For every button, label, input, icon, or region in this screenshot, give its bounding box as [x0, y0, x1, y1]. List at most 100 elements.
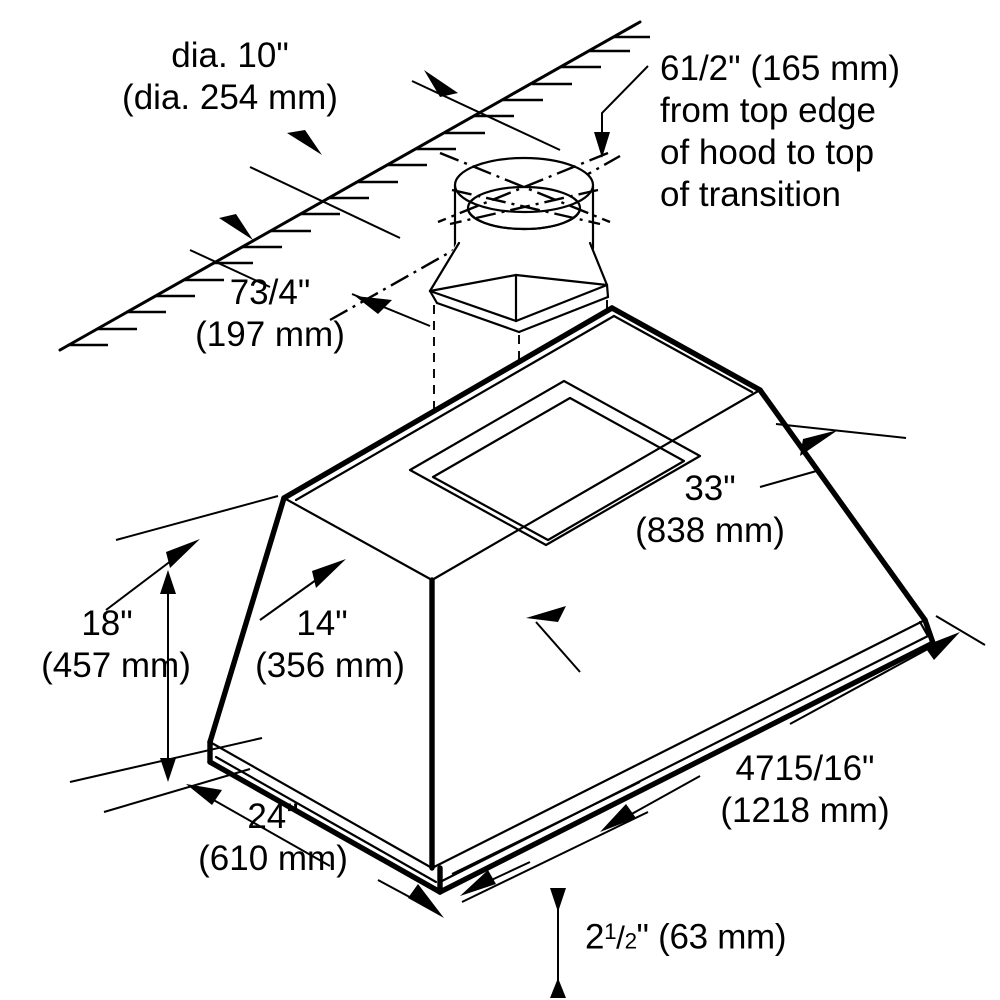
transition-ridge-right: [514, 273, 609, 287]
dim-18-ext-upper: [115, 495, 279, 541]
hood-top-right-edge: [609, 305, 763, 393]
hood-top-front-right-edge: [430, 388, 762, 582]
dim-18-arrow-top: [160, 570, 176, 594]
transition-front-right-face: [514, 283, 609, 323]
transition-unit: ": [728, 49, 741, 88]
dim-33-leader-lower: [535, 621, 581, 673]
rim-whole: 2: [585, 917, 605, 957]
label-transition-metric: (165 mm): [750, 49, 901, 88]
label-ceiling-offset-metric: (197 mm): [195, 315, 345, 354]
transition-lip-edge: [428, 289, 439, 305]
transition-lip-right-edge: [605, 283, 610, 299]
dim-24-line: [195, 789, 331, 867]
label-hood-depth: 33" (838 mm): [580, 468, 840, 552]
transition-num: 1: [679, 49, 699, 88]
label-transition-imperial: 61/2" (165 mm): [660, 48, 990, 90]
width-den: 16: [823, 749, 863, 788]
hood-front-bottom-left: [208, 740, 434, 870]
dim-dia10-line-upper: [411, 80, 561, 151]
hood-opening-outer: [408, 379, 702, 547]
dim-rim-arrow-top: [550, 888, 566, 912]
width-slash: /: [813, 749, 824, 788]
dim-dia10-arrow-lower: [287, 130, 322, 155]
label-hood-height-metric: (457 mm): [41, 646, 191, 685]
dim-rim-ext-upper: [451, 781, 641, 875]
duct-transition-assembly: [428, 151, 611, 334]
hood-front-left-slant: [207, 495, 287, 745]
dim-hood-top-depth: [105, 539, 346, 621]
label-rim-thickness: 21/2" (63 mm): [585, 910, 985, 962]
label-transition-note-2: of hood to top: [660, 133, 875, 172]
dim-47-line: [789, 637, 949, 725]
dim-offset-arrow: [355, 296, 392, 314]
hood-rim-front-lower-left: [214, 755, 438, 884]
label-ceiling-offset: 73/4" (197 mm): [150, 272, 390, 356]
dim-47-arrow-right: [924, 632, 960, 660]
offset-unit: ": [297, 273, 311, 312]
label-hood-height: 18" (457 mm): [0, 603, 232, 687]
hood-top-back-edge: [281, 305, 615, 501]
label-transition-height: 61/2" (165 mm) from top edge of hood to …: [660, 48, 990, 216]
rim-slash: /: [616, 919, 625, 956]
offset-whole: 7: [229, 273, 250, 312]
dim-dia10-arrow-third: [219, 214, 253, 240]
dim-dia10-line-lower: [249, 166, 401, 239]
dim-33-leader-upper2: [759, 469, 821, 488]
dim-hood-width: [600, 615, 986, 832]
rim-num: 1: [604, 919, 617, 944]
dim-33-arrow-lower: [526, 606, 566, 622]
hood-top-front-left-edge: [282, 496, 434, 582]
dim-transition-height: [594, 65, 649, 158]
dim-47-ext-right: [935, 615, 986, 646]
width-unit: ": [862, 749, 875, 788]
hood-rim-right-end: [922, 617, 936, 646]
dim-24-arrow-upper: [186, 784, 222, 805]
collar-centerlines: [437, 151, 611, 226]
label-hood-width-imperial: 4715/16": [650, 748, 960, 790]
hood-rim-bottom-right: [437, 640, 936, 895]
hood-opening-inner: [431, 396, 686, 542]
collar-top-ellipse: [453, 156, 595, 214]
dim-47-arrow-left: [600, 804, 636, 832]
label-transition-note-3: of transition: [660, 175, 841, 214]
label-hood-width: 4715/16" (1218 mm): [650, 748, 960, 832]
hood-rim-bottom-front-left: [207, 759, 443, 895]
transition-lip-left: [435, 301, 521, 334]
transition-lip-right: [517, 295, 610, 334]
offset-slash: /: [268, 273, 279, 312]
label-duct-diameter-metric: (dia. 254 mm): [122, 78, 338, 117]
dim-rim-thickness: [451, 781, 649, 998]
dim-rim-arrow-bottom: [550, 978, 566, 998]
width-whole: 47: [735, 749, 775, 788]
label-duct-diameter-imperial: dia. 10": [171, 36, 289, 75]
width-num: 15: [774, 749, 814, 788]
label-duct-diameter: dia. 10" (dia. 254 mm): [60, 35, 400, 119]
transition-left-edge: [428, 241, 461, 293]
dim-33-arrow-upper: [800, 430, 838, 456]
hood-right-bottom-edge: [430, 618, 927, 870]
offset-num: 3: [249, 273, 269, 312]
label-hood-top-depth: 14" (356 mm): [222, 603, 438, 687]
dim-dia10-arrow-upper: [424, 70, 458, 97]
transition-den: 2: [708, 49, 729, 88]
label-hood-height-imperial: 18": [81, 604, 133, 643]
dim-18-arrow-bottom: [160, 758, 176, 782]
dim-rim-arrow-left: [460, 870, 496, 896]
dim-14-arrow-right: [312, 559, 346, 588]
rim-unit: ": [636, 917, 649, 957]
hood-rim-right-end-inner: [918, 620, 930, 638]
label-hood-top-depth-imperial: 14": [296, 604, 348, 643]
dim-duct-diameter: [189, 70, 561, 288]
label-hood-base-depth: 24" (610 mm): [148, 796, 398, 880]
dim-14-arrow-left: [166, 539, 200, 568]
ceiling-line-group: [58, 20, 650, 352]
collar-inner-rim-arc: [466, 206, 582, 231]
label-rim-metric: (63 mm): [658, 917, 787, 957]
label-transition-note-1: from top edge: [660, 91, 876, 130]
hood-body: [207, 305, 936, 895]
rim-den: 2: [624, 928, 637, 954]
transition-right-edge: [588, 241, 609, 287]
dim-transition-arrow: [594, 132, 610, 158]
